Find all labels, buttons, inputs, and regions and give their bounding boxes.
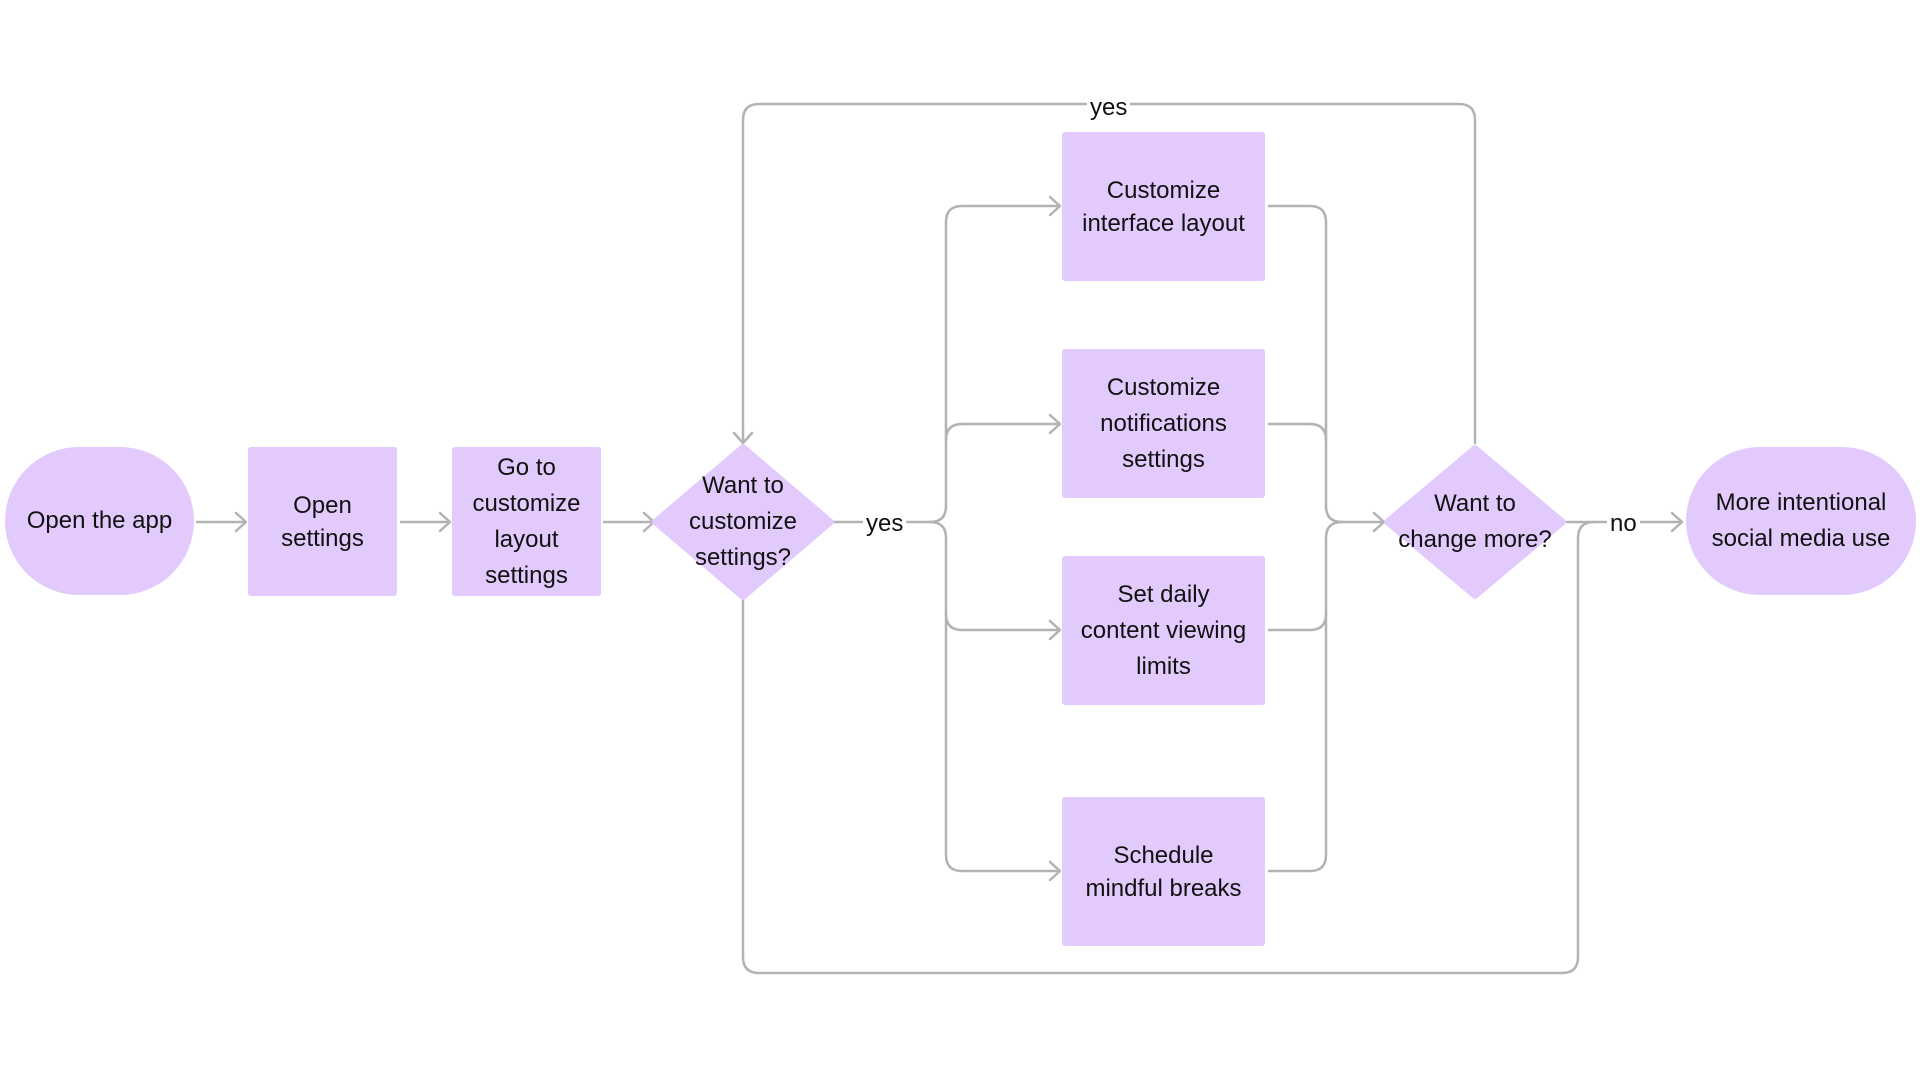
arrowhead-customize-notifications xyxy=(1048,413,1062,435)
edge-to-mindful-breaks xyxy=(944,612,1060,873)
node-mindful-breaks: Schedule mindful breaks xyxy=(1085,841,1242,902)
node-open-app-shape xyxy=(5,447,194,595)
edge-label-customize-yes: yes xyxy=(863,510,907,538)
edge-decision-no-bypass xyxy=(741,520,1596,975)
arrowhead-go-layout xyxy=(438,511,452,533)
node-daily-limits: Set daily content viewing limits xyxy=(1080,580,1247,680)
arrowhead-intentional-use xyxy=(1670,511,1684,533)
node-customize-notifications-shape xyxy=(1062,349,1265,498)
edge-customize-interface-to-merge xyxy=(1267,204,1344,524)
node-intentional-use-shape xyxy=(1686,447,1916,595)
node-daily-limits-shape xyxy=(1062,556,1265,705)
node-open-settings-shape xyxy=(248,447,397,596)
arrowhead-loop-yes xyxy=(732,431,754,445)
node-customize-interface: Customize interface layout xyxy=(1082,176,1245,237)
node-go-layout: Go to customize layout settings xyxy=(472,453,581,589)
edge-customize-notifications-to-merge xyxy=(1267,422,1328,442)
edge-to-daily-limits xyxy=(928,520,1060,632)
node-mindful-breaks-shape xyxy=(1062,797,1265,946)
arrowhead-daily-limits xyxy=(1048,619,1062,641)
node-decision-customize: Want to customize settings? xyxy=(688,472,798,571)
edge-decision-yes-trunk xyxy=(831,204,1060,524)
node-open-settings: Open settings xyxy=(281,491,364,552)
node-customize-notifications: Customize notifications settings xyxy=(1100,373,1227,473)
arrowhead-mindful-breaks xyxy=(1048,860,1062,882)
arrowhead-customize-interface xyxy=(1048,195,1062,217)
node-decision-more: Want to change more? xyxy=(1398,490,1552,553)
edge-label-more-no: no xyxy=(1607,510,1640,538)
edge-to-customize-notifications xyxy=(944,422,1060,442)
edge-label-loop-yes: yes xyxy=(1087,94,1131,122)
edge-daily-limits-to-merge xyxy=(1267,520,1344,632)
node-decision-more-shape xyxy=(1384,445,1566,599)
arrowhead-open-settings xyxy=(234,511,248,533)
node-decision-customize-shape xyxy=(652,444,834,600)
node-open-app: Open the app xyxy=(26,507,173,534)
node-customize-interface-shape xyxy=(1062,132,1265,281)
edge-mindful-breaks-to-merge xyxy=(1267,612,1328,873)
node-intentional-use: More intentional social media use xyxy=(1711,489,1891,552)
node-go-layout-shape xyxy=(452,447,601,596)
node-shapes xyxy=(5,132,1916,946)
